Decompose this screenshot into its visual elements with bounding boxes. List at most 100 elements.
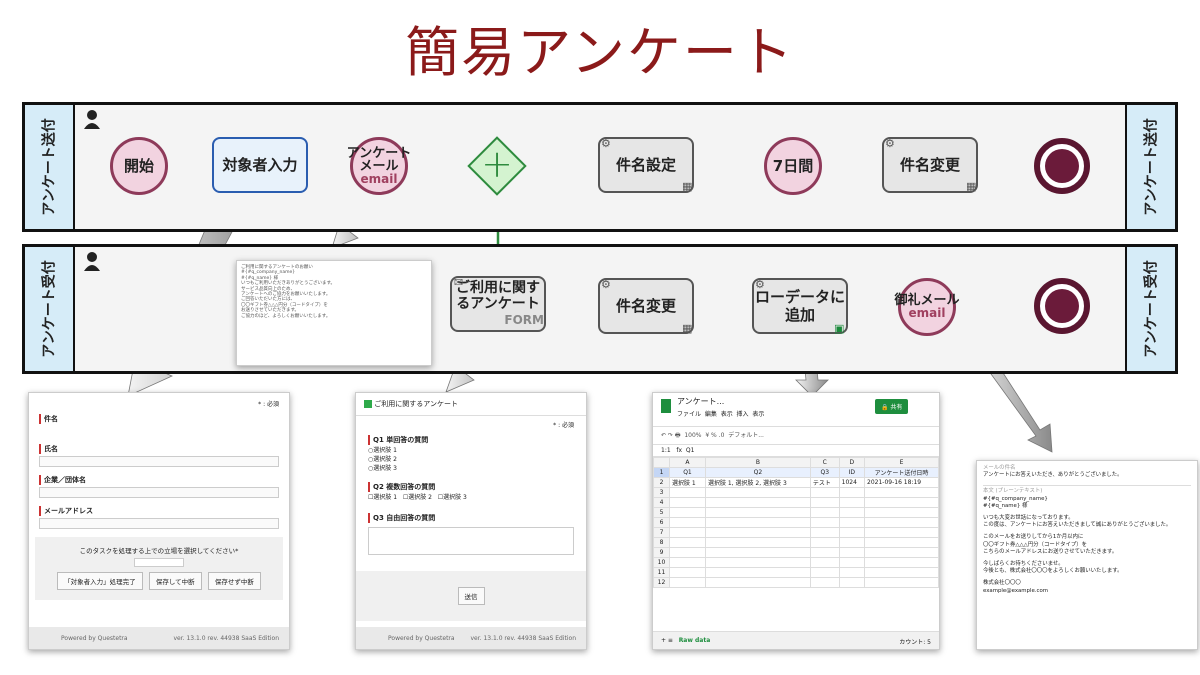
- end-event[interactable]: [1034, 278, 1090, 334]
- question-label: Q1 単回答の質問: [368, 435, 574, 445]
- zoom-select[interactable]: 100%: [684, 432, 702, 439]
- task-form-survey[interactable]: ご利用に関するアンケート FORM: [450, 276, 546, 332]
- form-footer: Powered by Questetra ver. 13.1.0 rev. 44…: [29, 627, 289, 649]
- email-input[interactable]: [39, 518, 279, 529]
- timer-event[interactable]: 7日間: [764, 137, 822, 195]
- checkbox-option[interactable]: ☐選択肢 3: [437, 494, 467, 501]
- lane-label-left: アンケート受付: [25, 247, 75, 371]
- gear-icon: ⚙: [601, 137, 611, 150]
- field-label: メールアドレス: [39, 506, 279, 516]
- person-icon: [84, 110, 100, 129]
- end-event[interactable]: [1034, 138, 1090, 194]
- header-cell[interactable]: Q3: [809, 467, 840, 478]
- cell-ref[interactable]: 1:1: [661, 447, 671, 454]
- mail-preview: ご利用に関するアンケートのお願い #{#q_company_name} #{#q…: [236, 260, 432, 366]
- mail-preview-line: #{#q_name} 様: [241, 275, 279, 281]
- calculator-icon: ▦: [682, 180, 693, 193]
- data-cell[interactable]: 選択肢 1: [669, 477, 706, 488]
- data-cell[interactable]: テスト: [809, 477, 840, 488]
- submit-button[interactable]: 送信: [457, 587, 485, 605]
- mail-preview-line: ご回答いただいた方には、: [241, 297, 295, 303]
- task-add-rawdata[interactable]: ローデータに追加: [752, 278, 848, 334]
- column-header: B: [704, 457, 811, 468]
- complete-button[interactable]: 「対象者入力」処理完了: [57, 572, 143, 590]
- field-label: 企業／団体名: [39, 475, 279, 485]
- company-input[interactable]: [39, 487, 279, 498]
- task-change-subject-2[interactable]: 件名変更: [598, 278, 694, 334]
- header-cell[interactable]: Q2: [704, 467, 811, 478]
- mail-preview-line: ご協力のほど、よろしくお願いいたします。: [241, 313, 331, 319]
- menu-view[interactable]: 表示: [720, 411, 733, 418]
- task-set-subject[interactable]: 件名設定: [598, 137, 694, 193]
- form-input-target: * : 必須 件名 氏名 企業／団体名 メールアドレス このタスクを処理する上で…: [28, 392, 290, 650]
- data-cell[interactable]: 2021-09-16 18:19: [864, 477, 939, 488]
- column-header: E: [864, 457, 939, 468]
- column-header: C: [809, 457, 840, 468]
- menu-edit[interactable]: 編集: [704, 411, 717, 418]
- mail-preview-line: #{#q_company_name}: [241, 270, 296, 276]
- email-body[interactable]: #{#q_company_name} #{#q_name} 様 いつも大変お世話…: [983, 495, 1172, 594]
- menu-insert[interactable]: 挿入: [736, 411, 749, 418]
- subject-label: メールの件名: [983, 465, 1016, 471]
- radio-option[interactable]: ○選択肢 2: [368, 456, 397, 463]
- body-label: 本文 (プレーンテキスト): [983, 485, 1191, 495]
- radio-option[interactable]: ○選択肢 1: [368, 447, 397, 454]
- form-footer: Powered by Questetra ver. 13.1.0 rev. 44…: [356, 627, 586, 649]
- share-button[interactable]: 🔒 共有: [875, 399, 909, 414]
- data-cell[interactable]: 1024: [838, 477, 866, 488]
- mail-throw-event[interactable]: アンケートメール email: [347, 137, 411, 195]
- email-subject[interactable]: アンケートにお答えいただき、ありがとうございました。: [983, 472, 1123, 479]
- header-cell[interactable]: Q1: [669, 467, 706, 478]
- gear-icon: ⚙: [755, 278, 765, 291]
- email-template: メールの件名 アンケートにお答えいただき、ありがとうございました。 本文 (プレ…: [976, 460, 1198, 650]
- start-event[interactable]: 開始: [110, 137, 168, 195]
- formula-bar[interactable]: Q1: [685, 447, 695, 454]
- mail-preview-line: お送りさせていただきます。: [241, 308, 300, 314]
- font-select[interactable]: デフォルト...: [728, 432, 764, 439]
- person-icon: [84, 252, 100, 271]
- calculator-icon: ▦: [966, 180, 977, 193]
- lane-label-right: アンケート送付: [1125, 105, 1175, 229]
- thanks-mail-event[interactable]: 御礼メール email: [894, 278, 960, 336]
- form-survey: ご利用に関するアンケート * : 必須 Q1 単回答の質問 ○選択肢 1 ○選択…: [355, 392, 587, 650]
- required-note: * : 必須: [553, 422, 574, 429]
- sheet-tab[interactable]: Raw data: [678, 637, 711, 644]
- required-note: * : 必須: [258, 401, 279, 408]
- mail-icon: ✉: [454, 276, 464, 289]
- spreadsheet: アンケート... ファイル 編集 表示 挿入 表示 🔒 共有 ↶ ↷ 🖶 100…: [652, 392, 940, 650]
- action-prompt: このタスクを処理する上での立場を選択してください*: [79, 547, 239, 555]
- data-cell[interactable]: 選択肢 1, 選択肢 2, 選択肢 3: [704, 477, 811, 488]
- task-input-target[interactable]: 対象者入力: [212, 137, 308, 193]
- mail-preview-line: サービス品質向上のため、: [241, 286, 295, 292]
- menu-file[interactable]: ファイル: [677, 411, 702, 418]
- checkbox-option[interactable]: ☐選択肢 2: [402, 494, 432, 501]
- table-row: 2 選択肢 1 選択肢 1, 選択肢 2, 選択肢 3 テスト 1024 202…: [653, 477, 939, 488]
- calculator-icon: ▦: [682, 322, 693, 335]
- question-label: Q2 複数回答の質問: [368, 482, 574, 492]
- discard-suspend-button[interactable]: 保存せず中断: [207, 572, 261, 590]
- swimlane-receive: アンケート受付 アンケート受付: [22, 244, 1178, 374]
- field-label: 件名: [39, 414, 279, 424]
- header-cell[interactable]: ID: [838, 467, 866, 478]
- name-input[interactable]: [39, 456, 279, 467]
- mail-preview-line: 〇〇ギフト券△△△円分（コードタイプ）を: [241, 302, 328, 308]
- menu-display[interactable]: 表示: [752, 411, 765, 418]
- checkbox-option[interactable]: ☐選択肢 1: [368, 494, 398, 501]
- column-header: A: [669, 457, 706, 468]
- sheets-icon: ▣: [834, 322, 845, 335]
- sheet-grid: A B C D E 1 Q1 Q2 Q3 ID アンケート送付日時 2 選択肢 …: [653, 457, 939, 588]
- header-cell[interactable]: アンケート送付日時: [864, 467, 939, 478]
- lane-label-right: アンケート受付: [1125, 247, 1175, 371]
- radio-option[interactable]: ○選択肢 3: [368, 465, 397, 472]
- gear-icon: ⚙: [601, 278, 611, 291]
- lane-label-left: アンケート送付: [25, 105, 75, 229]
- role-select[interactable]: [134, 558, 184, 567]
- mail-preview-line: ご利用に関するアンケートのお願い: [241, 265, 313, 270]
- form-logo-icon: [364, 400, 372, 408]
- page-title: 簡易アンケート: [405, 21, 795, 84]
- gear-icon: ⚙: [885, 137, 895, 150]
- save-suspend-button[interactable]: 保存して中断: [148, 572, 202, 590]
- task-change-subject-1[interactable]: 件名変更: [882, 137, 978, 193]
- free-answer-textarea[interactable]: [368, 527, 574, 555]
- sheet-title: アンケート...: [677, 397, 725, 406]
